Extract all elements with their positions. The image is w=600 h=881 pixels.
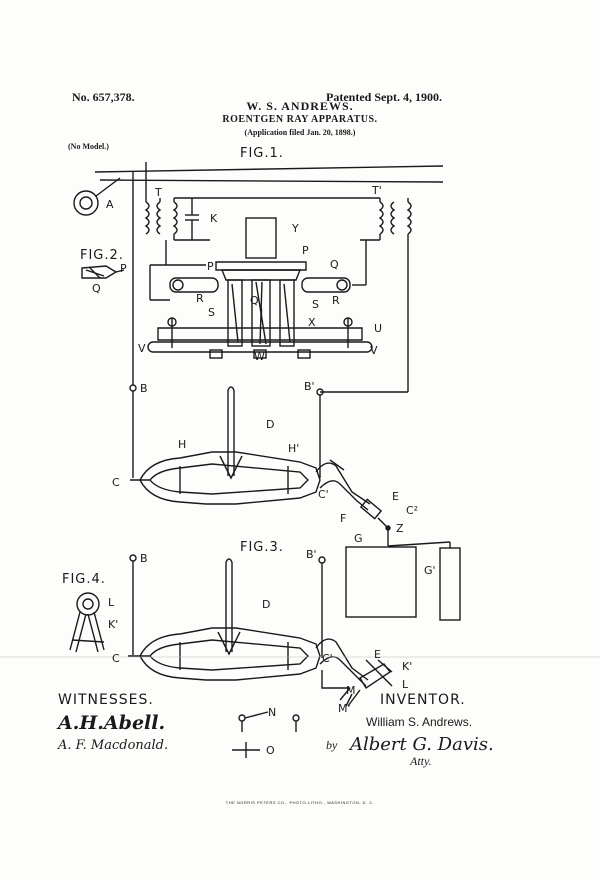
label-k-prime-fig3: K'	[402, 660, 413, 673]
box-g-prime	[439, 547, 461, 621]
label-k: K	[210, 212, 218, 225]
by-text: by	[326, 738, 338, 752]
label-c: C	[112, 476, 120, 489]
label-s-left: S	[208, 306, 215, 319]
label-c-prime: C'	[318, 488, 329, 501]
fig3-title: FIG.3.	[240, 540, 284, 555]
application-date: (Application filed Jan. 20, 1898.)	[244, 128, 356, 137]
attorney-signature: Albert G. Davis.	[350, 734, 494, 755]
witness-signature-1: A.H.Abell.	[58, 712, 166, 734]
label-r-left: R	[196, 292, 204, 305]
label-e-fig3: E	[374, 648, 381, 661]
label-a: A	[106, 198, 114, 211]
label-d: D	[266, 418, 275, 431]
label-q-right: Q	[330, 258, 339, 271]
label-b-prime: B'	[304, 380, 315, 393]
patent-number: No. 657,378.	[72, 90, 135, 104]
xray-tube-upper	[130, 386, 451, 547]
label-q-fig2: Q	[92, 282, 101, 295]
label-c-fig3: C	[112, 652, 120, 665]
label-h-prime: H'	[288, 442, 300, 455]
label-c-prime-fig3: C'	[322, 652, 333, 665]
label-i: I	[260, 306, 264, 319]
fig4-drawing	[69, 592, 105, 653]
witness-signature-2: A. F. Macdonald.	[58, 738, 169, 753]
label-w: W	[254, 350, 265, 363]
label-o: O	[266, 744, 275, 757]
label-x: X	[308, 316, 316, 329]
label-b-fig3: B	[140, 552, 148, 565]
label-p-right: P	[302, 244, 309, 257]
label-m-prime: M'	[338, 702, 351, 715]
label-t: T	[155, 186, 162, 199]
label-g: G	[354, 532, 363, 545]
label-p-left: P	[207, 260, 214, 273]
label-t-prime: T'	[372, 184, 382, 197]
label-s-right: S	[312, 298, 319, 311]
inventor-name: William S. Andrews.	[366, 715, 473, 729]
patent-date: Patented Sept. 4, 1900.	[326, 90, 442, 104]
label-v-right: V	[370, 344, 378, 357]
printer-footer: THE NORRIS PETERS CO., PHOTO-LITHO., WAS…	[225, 800, 375, 805]
patent-title: ROENTGEN RAY APPARATUS.	[222, 114, 378, 125]
label-b: B	[140, 382, 148, 395]
label-q-mid: Q	[250, 294, 259, 307]
fig3-drawing	[128, 554, 393, 707]
label-p-fig2: P	[120, 262, 127, 275]
label-n: N	[268, 706, 277, 719]
label-l-fig3: L	[402, 678, 409, 691]
label-y: Y	[292, 222, 299, 235]
inventor-heading: INVENTOR.	[380, 692, 466, 708]
label-z: Z	[396, 522, 404, 535]
inventor-header: W. S. ANDREWS.	[246, 99, 354, 113]
fig4-title: FIG.4.	[62, 572, 106, 587]
fig1-drawing	[73, 162, 444, 478]
label-g-prime: G'	[424, 564, 436, 577]
witnesses-heading: WITNESSES.	[58, 692, 154, 708]
label-u: U	[374, 322, 383, 335]
label-l-fig4: L	[108, 596, 115, 609]
symbol-o	[232, 742, 260, 758]
label-e: E	[392, 490, 399, 503]
label-d-fig3: D	[262, 598, 271, 611]
label-f: F	[340, 512, 347, 525]
label-r-right: R	[332, 294, 340, 307]
label-h: H	[178, 438, 187, 451]
fig2-drawing	[81, 265, 125, 279]
fig1-title: FIG.1.	[240, 146, 284, 161]
atty-text: Atty.	[410, 754, 432, 768]
fig2-title: FIG.2.	[80, 248, 124, 263]
label-b-prime-fig3: B'	[306, 548, 317, 561]
label-k-prime-fig4: K'	[108, 618, 119, 631]
label-m: M	[346, 684, 356, 697]
label-v-left: V	[138, 342, 146, 355]
model-note: (No Model.)	[68, 142, 109, 151]
label-c2: C²	[406, 504, 419, 517]
box-g	[345, 546, 417, 618]
switch-n	[238, 711, 300, 732]
